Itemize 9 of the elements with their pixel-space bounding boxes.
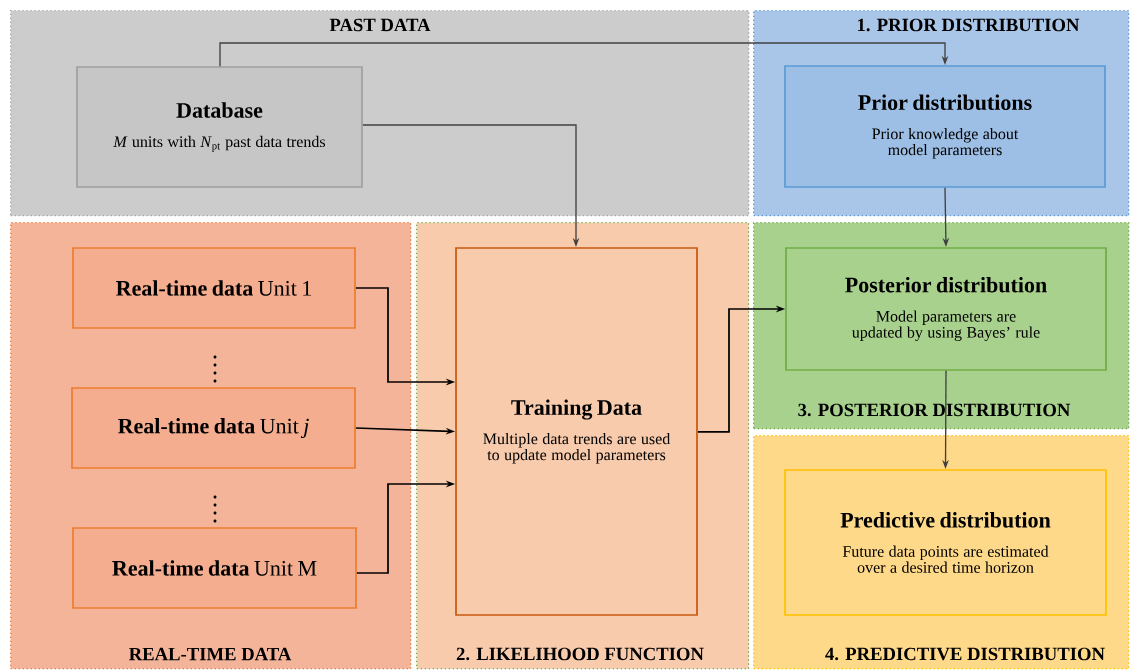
data-box: Real-time data Unitj: [71, 387, 356, 469]
process-box: Training Data Multiple data trends are used to update model parameters: [455, 247, 698, 616]
database-box: Database M units with N$_{pt}$ past data trends: [76, 66, 363, 188]
arrow: [219, 42, 949, 67]
data-box: Real-time data Unit 1: [72, 247, 356, 329]
data-box: Real-time data Unit M: [72, 527, 357, 609]
process-box: Prior distributions Prior knowledge about model parameters: [784, 65, 1106, 188]
process-box: Predictive distribution Future data points are estimated over a desired time horizon: [784, 469, 1107, 616]
process-box: Posterior distribution Model parameters are updated by using Bayes’ rule: [785, 247, 1107, 371]
